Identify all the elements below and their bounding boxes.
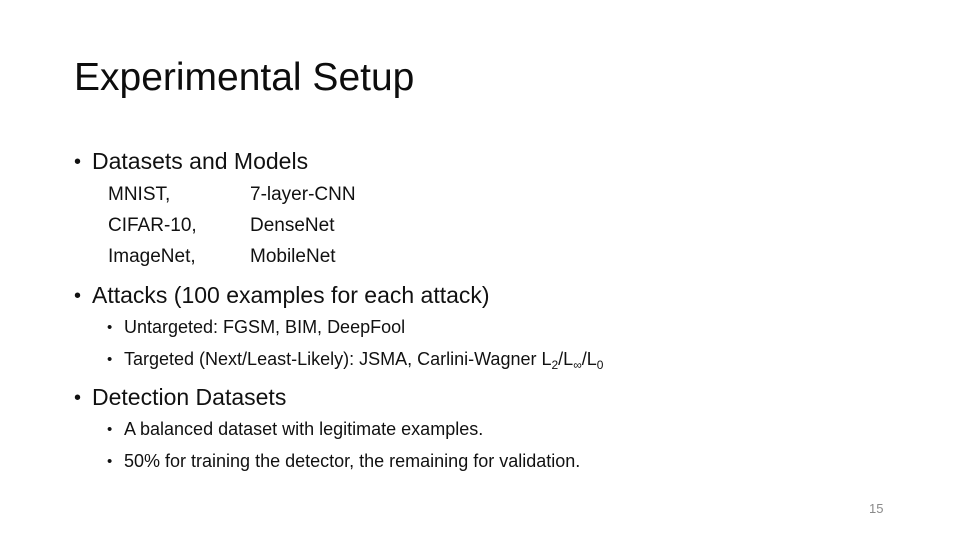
bullet-icon: •: [74, 151, 82, 173]
bullet-icon: •: [107, 421, 113, 438]
section-heading-label: Datasets and Models: [92, 148, 309, 174]
model-name: MobileNet: [250, 246, 336, 267]
bullet-icon: •: [107, 319, 113, 336]
bullet-icon: •: [107, 351, 113, 368]
subscript-2: 2: [551, 358, 559, 372]
section-detection-heading: • Detection Datasets: [74, 384, 286, 411]
attack-untargeted-label: Untargeted: FGSM, BIM, DeepFool: [124, 317, 406, 337]
section-heading-label: Detection Datasets: [92, 384, 287, 410]
page-number: 15: [869, 501, 884, 516]
model-name: 7-layer-CNN: [250, 184, 356, 205]
detection-bullet: • 50% for training the detector, the rema…: [107, 451, 580, 472]
detection-bullet: • A balanced dataset with legitimate exam…: [107, 419, 483, 440]
bullet-icon: •: [107, 453, 113, 470]
dataset-model-row: MNIST, 7-layer-CNN: [108, 184, 356, 206]
attack-untargeted-bullet: • Untargeted: FGSM, BIM, DeepFool: [107, 317, 405, 338]
subscript-infinity: ∞: [573, 358, 582, 372]
section-heading-label: Attacks (100 examples for each attack): [92, 282, 490, 308]
bullet-icon: •: [74, 285, 82, 307]
dataset-name: ImageNet,: [108, 246, 196, 267]
bullet-icon: •: [74, 387, 82, 409]
dataset-model-row: ImageNet, MobileNet: [108, 246, 336, 268]
model-name: DenseNet: [250, 215, 335, 236]
attack-targeted-label: Targeted (Next/Least-Likely): JSMA, Carl…: [124, 349, 604, 372]
section-datasets-models-heading: • Datasets and Models: [74, 148, 308, 175]
dataset-name: CIFAR-10,: [108, 215, 197, 236]
detection-bullet-label: 50% for training the detector, the remai…: [124, 451, 581, 471]
attack-targeted-bullet: • Targeted (Next/Least-Likely): JSMA, Car…: [107, 349, 604, 372]
subscript-0: 0: [596, 358, 604, 372]
section-attacks-heading: • Attacks (100 examples for each attack): [74, 282, 490, 309]
detection-bullet-label: A balanced dataset with legitimate examp…: [124, 419, 484, 439]
dataset-model-row: CIFAR-10, DenseNet: [108, 215, 335, 237]
dataset-name: MNIST,: [108, 184, 171, 205]
slide-title: Experimental Setup: [74, 56, 415, 99]
